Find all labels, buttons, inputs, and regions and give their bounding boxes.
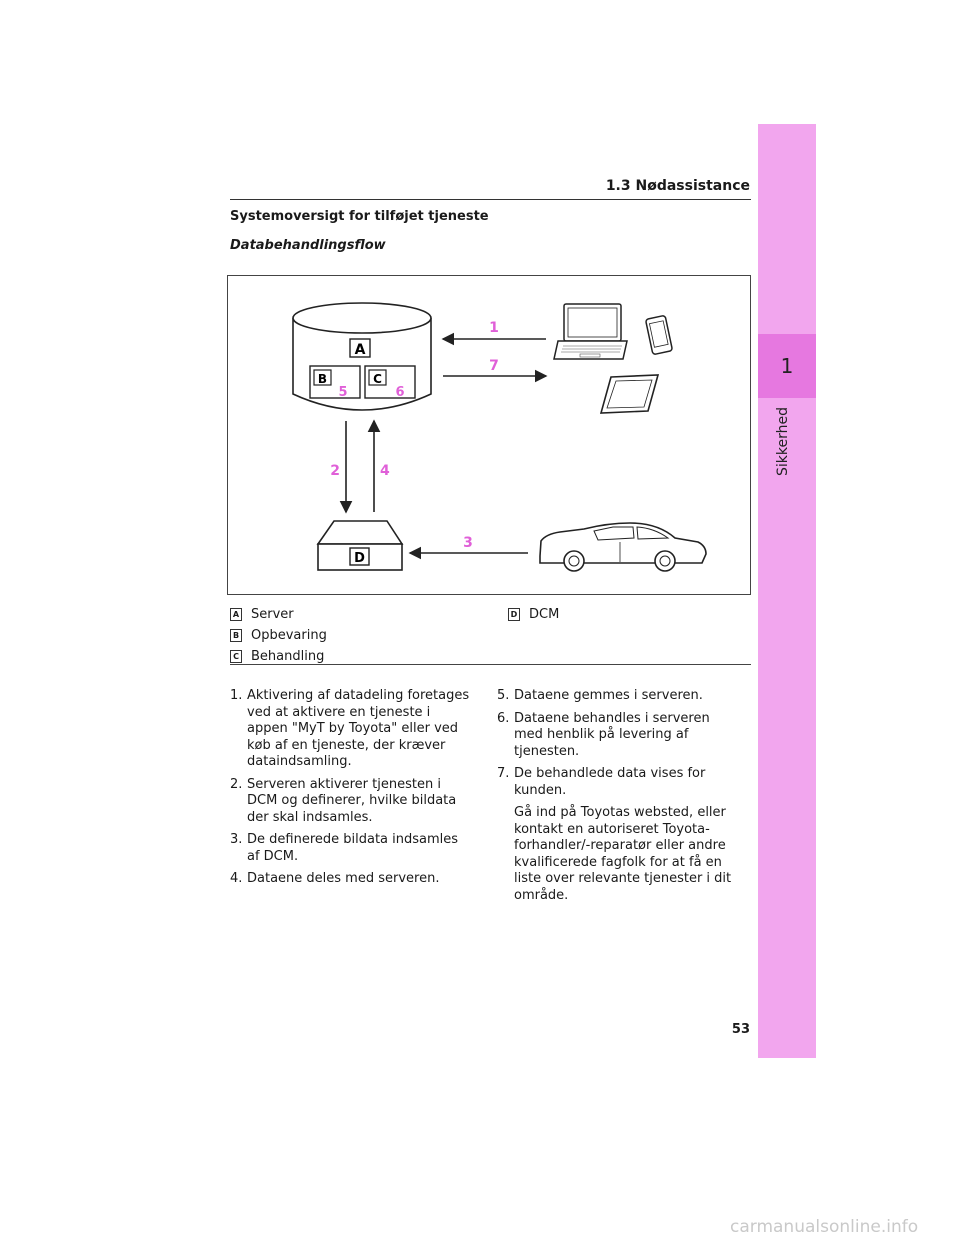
tablet-icon [599,374,660,414]
step-1-label: 1 [489,320,499,336]
smartphone-icon [645,315,673,355]
page-number: 53 [731,1022,750,1037]
chapter-number-tab: 1 [758,334,816,398]
processing-box: C 6 [364,365,416,400]
step-3-label: 3 [463,535,473,551]
list-item: 7.De behandlede data vises for kunden. [497,766,706,798]
chapter-side-tab [758,124,816,1058]
list-item: 5.Dataene gemmes i serveren. [497,688,703,703]
legend-text-d: DCM [529,607,560,622]
step-2-label: 2 [330,463,340,479]
steps-list-left: 1.Aktivering af datadeling foretages ved… [230,688,474,894]
data-flow-diagram: A B 5 C 6 1 7 [227,275,751,595]
legend-text-c: Behandling [251,649,325,664]
list-item: 6.Dataene behandles i serveren med henbl… [497,710,710,759]
legend-item-c: C Behandling [230,646,327,667]
label-a: A [355,342,366,358]
laptop-icon [553,303,628,360]
watermark: carmanualsonline.info [730,1217,919,1237]
legend-badge-d: D [508,608,520,621]
legend-text-a: Server [251,607,294,622]
legend-badge-b: B [230,629,242,642]
label-b: B [318,372,327,386]
storage-box: B 5 [309,365,361,400]
note-paragraph: Gå ind på Toyotas websted, eller kontakt… [514,805,732,903]
chapter-label: Sikkerhed [775,407,791,476]
header-divider [230,199,751,200]
step-6-label: 6 [395,385,404,400]
list-item: 1.Aktivering af datadeling foretages ved… [230,688,470,769]
step-4-label: 4 [380,463,390,479]
page-title: Systemoversigt for tilføjet tjeneste [230,209,489,224]
legend-left: A Server B Opbevaring C Behandling [230,604,327,667]
label-c: C [373,372,382,386]
legend-badge-c: C [230,650,242,663]
label-d: D [354,551,365,566]
list-item: 3.De definerede bildata indsamles af DCM… [230,832,459,864]
car-icon [539,522,707,572]
section-header: 1.3 Nødassistance [605,178,750,194]
legend-right: D DCM [508,604,559,625]
steps-list-right: 5.Dataene gemmes i serveren. 6.Dataene b… [497,688,741,904]
legend-divider [230,664,751,665]
page-subtitle: Databehandlingsflow [230,238,386,253]
legend-badge-a: A [230,608,242,621]
step-7-label: 7 [489,358,499,374]
step-5-label: 5 [338,385,347,400]
legend-item-b: B Opbevaring [230,625,327,646]
label-a-badge: A [349,338,371,358]
dcm-unit: D [316,520,404,571]
legend-item-a: A Server [230,604,327,625]
list-item: 4.Dataene deles med serveren. [230,871,440,886]
diagram-svg: A B 5 C 6 1 7 [292,302,707,572]
list-item: 2.Serveren aktiverer tjenesten i DCM og … [230,776,457,825]
legend-item-d: D DCM [508,604,559,625]
legend-text-b: Opbevaring [251,628,327,643]
